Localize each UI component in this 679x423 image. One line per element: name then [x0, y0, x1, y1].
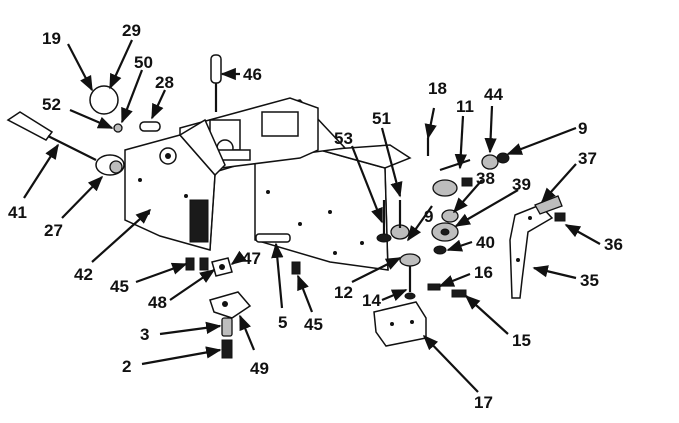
label-52: 52: [42, 95, 61, 114]
part-48-nut: [211, 257, 233, 277]
label-51: 51: [372, 109, 391, 128]
part-45-screws: [185, 257, 301, 275]
part-12-spindle: [399, 253, 421, 300]
part-3-spring: [221, 317, 233, 337]
label-49: 49: [250, 359, 269, 378]
label-9-right: 9: [578, 119, 587, 138]
label-44: 44: [484, 85, 503, 104]
label-42: 42: [74, 265, 93, 284]
label-45-left: 45: [110, 277, 129, 296]
label-27: 27: [44, 221, 63, 240]
part-37-plate: [534, 195, 563, 215]
label-17: 17: [474, 393, 493, 412]
label-39: 39: [512, 175, 531, 194]
part-29-disc: [89, 85, 119, 115]
part-53-shaft: [376, 200, 392, 243]
part-51-gear: [390, 200, 410, 240]
label-19: 19: [42, 29, 61, 48]
part-49-bracket: [209, 291, 252, 319]
label-35: 35: [580, 271, 599, 290]
label-38: 38: [476, 169, 495, 188]
leader-arrows: [23, 39, 601, 393]
label-18: 18: [428, 79, 447, 98]
label-28: 28: [155, 73, 174, 92]
part-36-screw: [554, 212, 566, 222]
label-45-right: 45: [304, 315, 323, 334]
label-3: 3: [140, 325, 149, 344]
part-27-knob: [95, 154, 125, 176]
part-44-collar: [481, 152, 510, 170]
label-29: 29: [122, 21, 141, 40]
label-40: 40: [476, 233, 495, 252]
callout-labels: 19 29 50 28 46 52 41 27 42 45 48 47 5 45…: [8, 21, 623, 412]
part-15-screw: [451, 289, 467, 298]
label-15: 15: [512, 331, 531, 350]
part-11-shaft-group: [432, 158, 473, 197]
label-2: 2: [122, 357, 131, 376]
part-16-screw: [427, 283, 441, 291]
label-41: 41: [8, 203, 27, 222]
label-48: 48: [148, 293, 167, 312]
label-12: 12: [334, 283, 353, 302]
part-40-washer: [433, 245, 447, 255]
part-28-pin: [139, 121, 161, 132]
label-14: 14: [362, 291, 381, 310]
label-11: 11: [456, 97, 474, 116]
part-46-plunger: [210, 54, 222, 112]
label-9-mid: 9: [424, 207, 433, 226]
label-16: 16: [474, 263, 493, 282]
label-47: 47: [242, 249, 261, 268]
part-41-handle: [6, 111, 97, 161]
part-2-screw: [221, 339, 233, 359]
label-36: 36: [604, 235, 623, 254]
part-35-bracket: [509, 204, 554, 299]
label-37: 37: [578, 149, 597, 168]
label-50: 50: [134, 53, 153, 72]
part-39-gear: [431, 222, 459, 242]
part-50-screw: [113, 123, 123, 133]
label-5: 5: [278, 313, 287, 332]
part-17-block: [373, 301, 427, 347]
label-53: 53: [334, 129, 353, 148]
label-46: 46: [243, 65, 262, 84]
